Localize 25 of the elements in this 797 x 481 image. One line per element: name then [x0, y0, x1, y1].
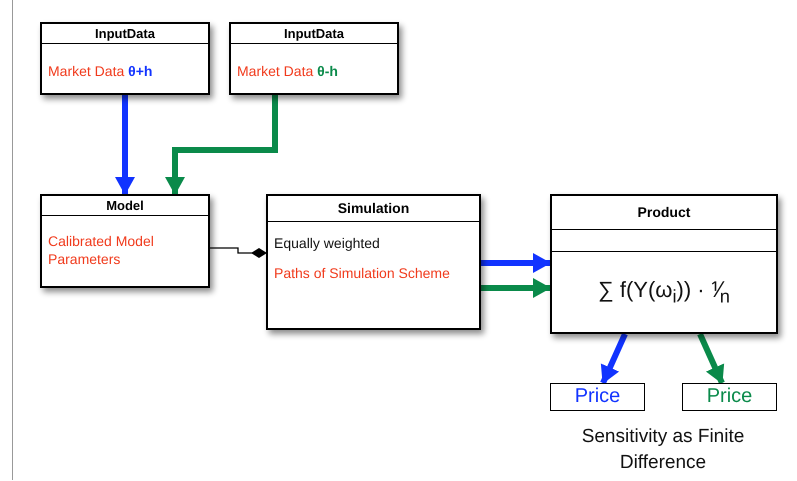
formula: ∑ f(Y(ω$_{i}$)) · ⅟$_{n}$: [597, 276, 731, 308]
arrow: [481, 278, 551, 298]
box-title: Product: [552, 196, 776, 230]
box-title: InputData: [231, 24, 397, 44]
arrow: [600, 332, 628, 384]
box-title: InputData: [42, 24, 208, 44]
arrow: [697, 332, 725, 384]
box-title: Simulation: [268, 196, 479, 222]
price-box: Price: [682, 383, 777, 411]
box-text: Equally weighted: [273, 234, 381, 253]
class-box: [266, 194, 481, 330]
box-text: Paths of Simulation Scheme: [273, 264, 451, 284]
price-box: Price: [550, 383, 645, 411]
box-text: Market Data θ-h: [236, 62, 339, 81]
box-text: Market Data θ+h: [47, 62, 154, 81]
box-title: Model: [42, 196, 208, 216]
arrow: [115, 95, 135, 195]
arrow: [165, 95, 278, 195]
class-box: [229, 22, 399, 95]
box-text: Calibrated Model Parameters: [47, 232, 155, 270]
note: Sensitivity as Finite Difference: [580, 425, 746, 475]
class-box: [40, 194, 210, 288]
arrow: [481, 253, 551, 273]
class-box: [40, 22, 210, 95]
class-box: [550, 194, 778, 334]
